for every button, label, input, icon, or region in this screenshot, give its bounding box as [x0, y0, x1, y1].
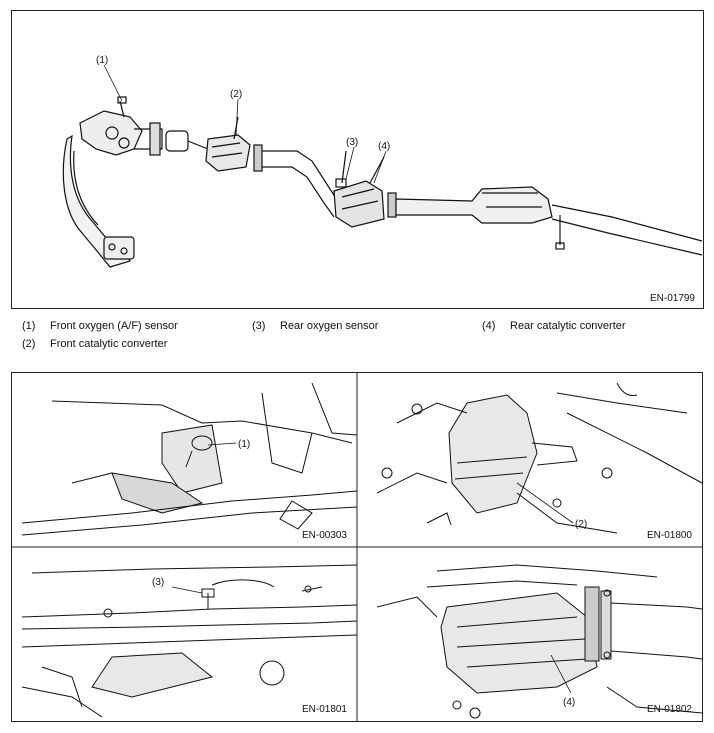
rear-o2-sensor-drawing: (3) [21, 564, 357, 718]
callout-4: (4) [378, 141, 390, 152]
detail-callout-4: (4) [563, 697, 575, 708]
grid-dividers [12, 373, 702, 721]
callout-1: (1) [96, 55, 108, 66]
main-exhaust-figure: (1) (2) (3) (4) EN-01799 [11, 10, 704, 309]
legend-item-3: (3)Rear oxygen sensor [252, 320, 379, 332]
legend-item-1: (1)Front oxygen (A/F) sensor [22, 320, 178, 332]
figure-code: EN-01799 [649, 293, 695, 304]
detail-callout-1: (1) [238, 439, 250, 450]
detail-code-2: EN-01800 [646, 530, 692, 541]
exhaust-system-drawing: (1) (2) (3) (4) [62, 55, 703, 268]
legend-item-4: (4)Rear catalytic converter [482, 320, 626, 332]
detail-callout-2: (2) [575, 519, 587, 530]
detail-code-1: EN-00303 [301, 530, 347, 541]
legend-item-2: (2)Front catalytic converter [22, 338, 168, 350]
detail-code-3: EN-01801 [301, 704, 347, 715]
detail-figure-rear-o2-sensor: (3) EN-01801 [12, 547, 357, 721]
detail-figure-grid: (1) EN-00303 (2) EN-01800 [11, 372, 703, 722]
detail-figure-rear-cat: (4) EN-01802 [357, 547, 702, 721]
rear-cat-drawing: (4) [376, 564, 702, 719]
detail-figure-front-cat: (2) EN-01800 [357, 373, 702, 547]
callout-3: (3) [346, 137, 358, 148]
callout-2: (2) [230, 89, 242, 100]
detail-code-4: EN-01802 [646, 704, 692, 715]
front-af-sensor-drawing: (1) [21, 382, 357, 536]
detail-callout-3: (3) [152, 577, 164, 588]
detail-figure-front-af-sensor: (1) EN-00303 [12, 373, 357, 547]
front-cat-drawing: (2) [376, 382, 702, 534]
